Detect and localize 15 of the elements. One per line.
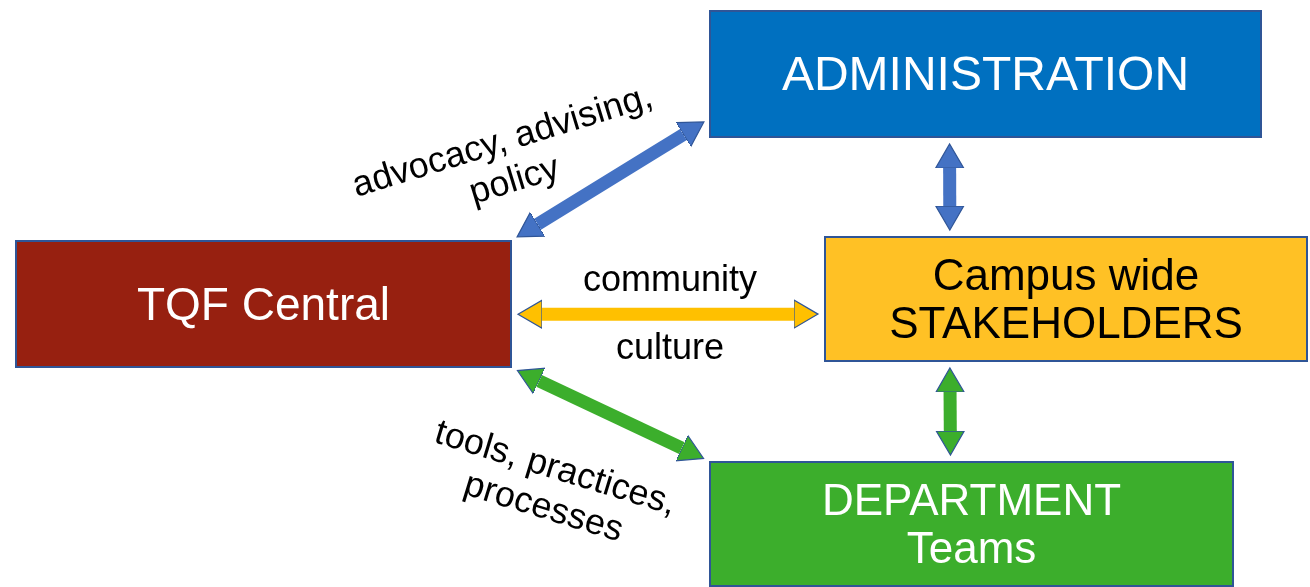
double-arrow: [935, 367, 965, 456]
edge-label: community: [581, 258, 758, 300]
process-box: [709, 461, 1234, 587]
process-box: [824, 236, 1308, 362]
box-label: Campus wide STAKEHOLDERS: [888, 250, 1244, 348]
double-arrow: [516, 367, 705, 462]
caption-text: culture: [614, 326, 726, 368]
double-arrow: [517, 299, 819, 329]
box-label: ADMINISTRATION: [780, 47, 1191, 101]
box-label: TQF Central: [135, 278, 391, 330]
box-label: DEPARTMENT Teams: [820, 475, 1123, 573]
process-box: [15, 240, 512, 368]
double-arrow: [516, 121, 705, 238]
double-arrow: [935, 143, 965, 231]
process-box: [709, 10, 1262, 138]
